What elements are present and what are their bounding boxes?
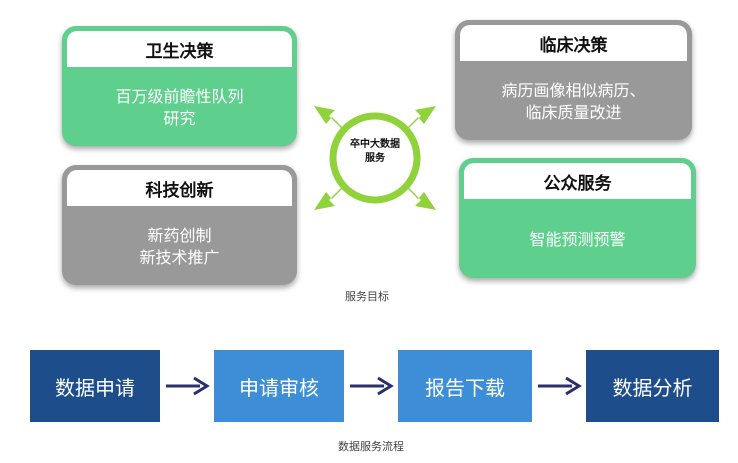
goal-card-title: 公众服务	[464, 163, 691, 199]
hub-arrows	[314, 106, 436, 210]
hub-label-line: 卒中大数据	[350, 139, 400, 150]
goal-card-body: 智能预测预警	[459, 202, 696, 278]
arrow-down-left-icon	[314, 183, 348, 210]
goal-card-text: 临床质量改进	[525, 103, 622, 122]
goal-card-text: 新技术推广	[139, 248, 220, 267]
goal-card-text: 智能预测预警	[529, 230, 626, 249]
arrow-up-right-icon	[402, 106, 436, 133]
goal-card-title: 科技创新	[67, 170, 292, 206]
hub-label-line: 服务	[365, 153, 385, 164]
goal-card-public-service: 公众服务 智能预测预警	[459, 158, 696, 278]
flow-step-data-request: 数据申请	[30, 350, 160, 422]
goal-card-health-decision: 卫生决策 百万级前瞻性队列 研究	[62, 26, 297, 146]
arrow-down-right-icon	[402, 183, 436, 210]
goal-card-text: 病历画像相似病历、	[501, 81, 646, 100]
goal-card-title: 临床决策	[460, 25, 687, 61]
flow-arrow-icon	[166, 376, 210, 396]
goal-card-tech-innovation: 科技创新 新药创制 新技术推广	[62, 165, 297, 285]
goal-card-body: 百万级前瞻性队列 研究	[62, 70, 297, 146]
flow-arrow-icon	[350, 376, 394, 396]
goal-card-body: 新药创制 新技术推广	[62, 209, 297, 285]
flow-step-report-download: 报告下载	[398, 350, 532, 422]
goals-caption: 服务目标	[345, 290, 389, 303]
goal-card-body: 病历画像相似病历、 临床质量改进	[455, 64, 692, 140]
goal-card-title: 卫生决策	[67, 31, 292, 67]
flow-arrow-icon	[538, 376, 582, 396]
goal-card-text: 百万级前瞻性队列	[115, 87, 244, 106]
goal-card-clinical-decision: 临床决策 病历画像相似病历、 临床质量改进	[455, 20, 692, 140]
goal-card-text: 新药创制	[147, 226, 212, 245]
hub-ring	[329, 112, 421, 204]
hub-diagram	[314, 106, 436, 210]
hub-label: 卒中大数据 服务	[345, 138, 405, 166]
flow-step-review: 申请审核	[214, 350, 344, 422]
flow-caption: 数据服务流程	[338, 440, 404, 453]
flow-step-data-analysis: 数据分析	[586, 350, 719, 422]
arrow-up-left-icon	[314, 106, 348, 133]
goal-card-text: 研究	[163, 109, 196, 128]
